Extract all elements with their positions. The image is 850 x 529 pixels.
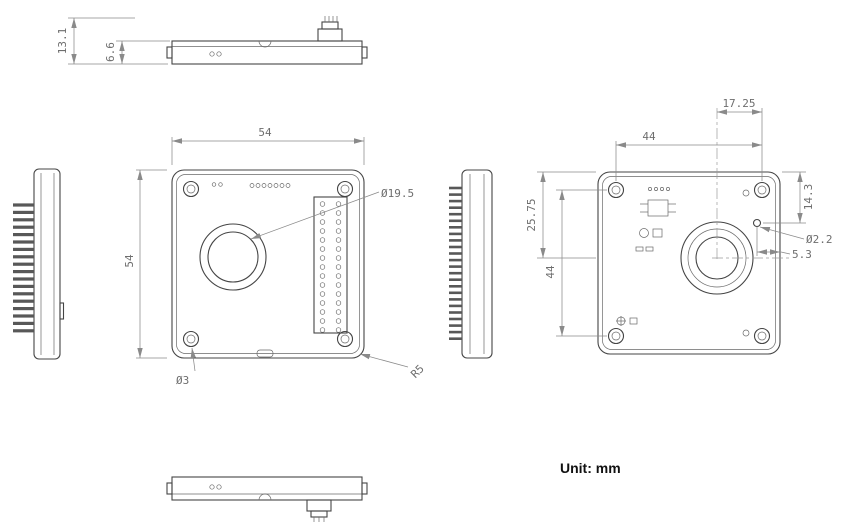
dim-text-back-height-44: 44 [544, 265, 557, 279]
dim-text-back-width-44: 44 [642, 130, 656, 143]
view-front: 54 54 Ø19.5 Ø3 R5 [123, 126, 427, 387]
dim-text-5-3: 5.3 [792, 248, 812, 261]
unit-note: Unit: mm [560, 460, 621, 476]
dim-text-front-height: 54 [123, 254, 136, 268]
back-pcb-components [616, 187, 676, 326]
front-lens [199, 223, 267, 291]
dim-top-total-height: 13.1 [56, 17, 168, 65]
dim-text-front-width: 54 [258, 126, 272, 139]
back-small-hole [752, 218, 762, 228]
dim-top-body-height: 6.6 [104, 40, 170, 64]
dim-back-hole-spacing-height: 44 [544, 189, 607, 337]
front-corner-holes [182, 180, 354, 348]
dim-text-13-1: 13.1 [56, 28, 69, 55]
dim-front-height: 54 [123, 169, 167, 359]
dim-back-hole-spacing-width: 44 [615, 130, 762, 181]
label-corner-radius: R5 [359, 353, 427, 381]
front-top-vents [211, 182, 291, 188]
dim-front-width: 54 [171, 126, 365, 165]
label-corner-hole: Ø3 [176, 347, 196, 387]
label-text-corner-hole: Ø3 [176, 374, 189, 387]
view-back: 17.25 44 25.75 44 14.3 Ø2.2 [525, 97, 833, 355]
dim-text-6-6: 6.6 [104, 42, 117, 62]
view-right-side [449, 169, 493, 359]
label-text-small-hole: Ø2.2 [806, 233, 833, 246]
label-text-corner-radius: R5 [408, 362, 427, 381]
dim-text-14-3: 14.3 [802, 184, 815, 211]
label-text-lens-diameter: Ø19.5 [381, 187, 414, 200]
label-back-small-hole: Ø2.2 [759, 226, 833, 246]
top-connector [317, 16, 343, 42]
label-lens-diameter: Ø19.5 [250, 187, 414, 240]
dim-back-small-hole-to-edge: 5.3 [756, 227, 812, 261]
view-left-side [13, 168, 65, 360]
left-connector-pins [13, 203, 34, 333]
back-corner-holes [607, 181, 771, 345]
right-connector-pins [449, 186, 462, 340]
dim-back-top-to-lens-center: 25.75 [525, 171, 596, 259]
bottom-connector [306, 499, 332, 522]
view-bottom-side [166, 476, 368, 522]
dim-text-25-75: 25.75 [525, 198, 538, 231]
front-connector [313, 196, 348, 334]
dim-back-hole-offset-x: 17.25 [717, 97, 763, 181]
front-bottom-slot [256, 349, 274, 358]
dim-back-top-to-small-hole: 14.3 [763, 171, 815, 224]
dim-text-17-25: 17.25 [722, 97, 755, 110]
view-top-side: 13.1 6.6 [56, 16, 368, 65]
